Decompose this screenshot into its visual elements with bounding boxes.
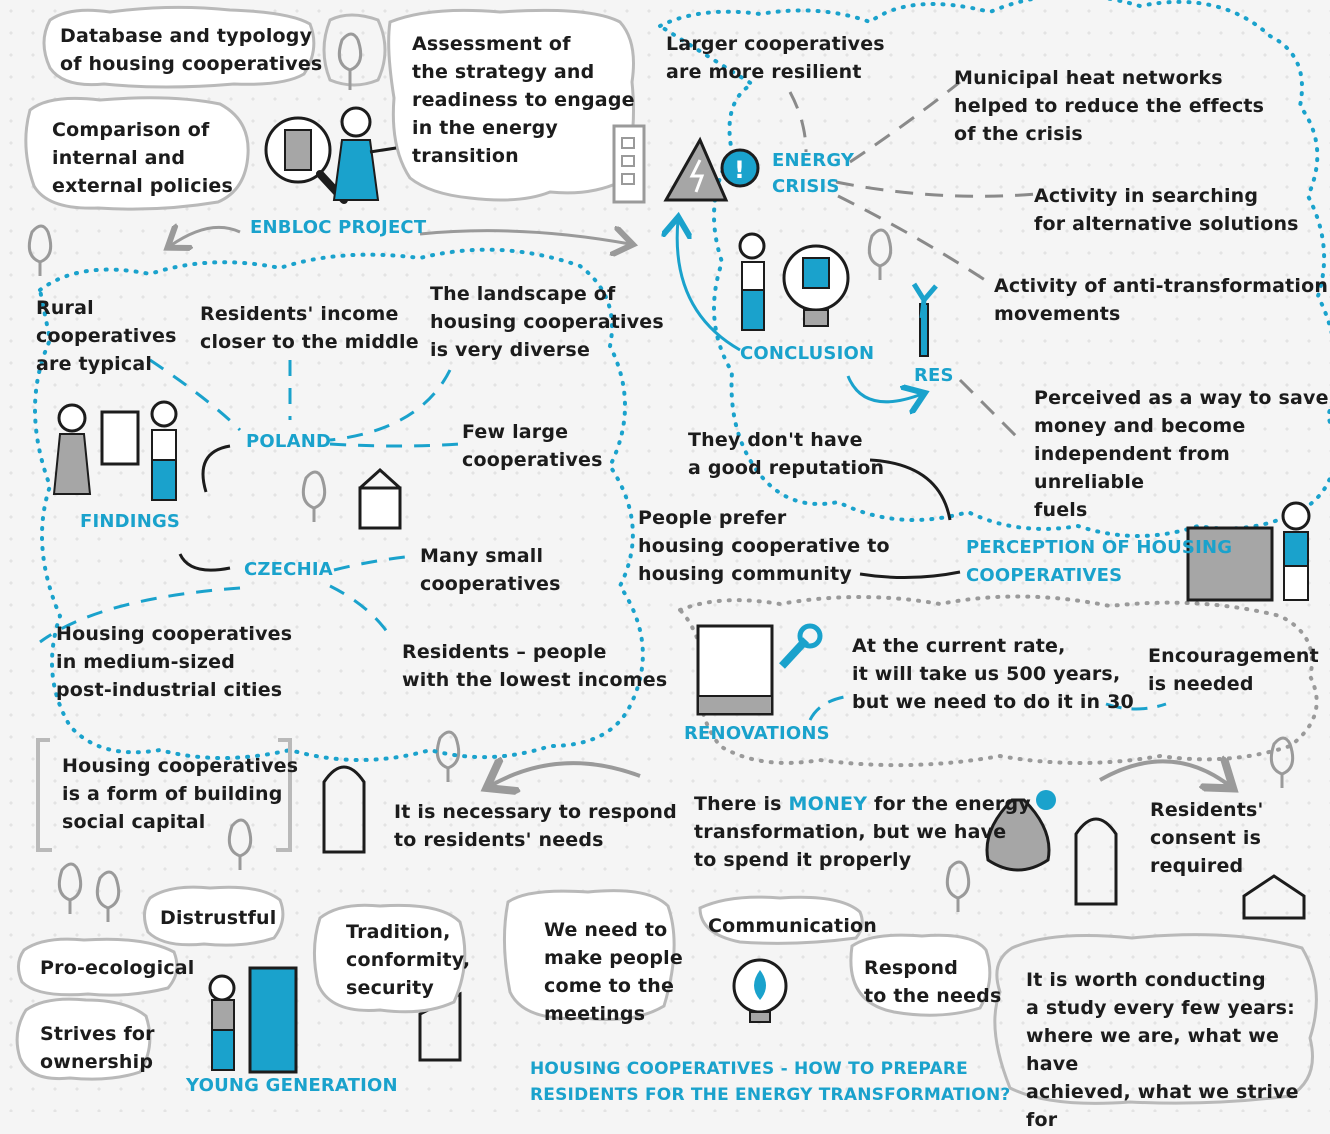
note-larger-coops: Larger cooperatives are more resilient bbox=[666, 33, 885, 83]
young-bubbles bbox=[15, 885, 992, 1081]
researcher-woman-icon bbox=[332, 106, 397, 201]
note-tradition: Tradition, conformity, security bbox=[346, 921, 471, 999]
note-database: Database and typology of housing coopera… bbox=[60, 25, 323, 75]
note-assessment: Assessment of the strategy and readiness… bbox=[412, 33, 635, 167]
note-anti-transformation: Activity of anti-transformation movement… bbox=[994, 275, 1329, 325]
small-house-icon bbox=[358, 467, 402, 530]
crisis-connectors bbox=[788, 80, 1037, 442]
cloud-renovations bbox=[676, 594, 1319, 768]
money-text-c: for the energy transformation, but we ha… bbox=[694, 793, 1031, 871]
note-rural: Rural cooperatives are typical bbox=[36, 297, 177, 375]
house-outline-icon bbox=[1242, 874, 1306, 920]
findings-connectors bbox=[39, 358, 461, 644]
note-respond-needs: It is necessary to respond to residents'… bbox=[394, 801, 677, 851]
note-lowest-income: Residents – people with the lowest incom… bbox=[402, 641, 668, 691]
wind-turbine-icon bbox=[911, 282, 938, 357]
building-wrench-icon bbox=[696, 623, 823, 716]
label-enbloc-project: ENBLOC PROJECT bbox=[250, 217, 427, 238]
arrow-to-prefer bbox=[859, 570, 961, 580]
arrow-left-enbloc bbox=[170, 227, 241, 246]
building-arched-icon bbox=[322, 765, 1118, 1062]
bubble-small-top bbox=[322, 13, 387, 87]
magnifier-icon bbox=[264, 116, 348, 204]
young-person-building-icon bbox=[208, 966, 298, 1074]
note-reputation: They don't have a good reputation bbox=[688, 429, 885, 479]
note-medium-cities: Housing cooperatives in medium-sized pos… bbox=[56, 623, 293, 701]
trait-pro-ecological: Pro-ecological bbox=[40, 957, 195, 979]
note-current-rate: At the current rate, it will take us 500… bbox=[852, 635, 1134, 713]
renovations-connector bbox=[808, 694, 1167, 721]
note-social-capital: Housing cooperatives is a form of buildi… bbox=[62, 755, 299, 833]
two-people-clipboard-icon bbox=[52, 400, 178, 501]
page-title: HOUSING COOPERATIVES - HOW TO PREPARE RE… bbox=[530, 1059, 1011, 1105]
note-money: There is MONEY for the energy transforma… bbox=[694, 790, 1031, 874]
arrow-to-res bbox=[846, 375, 922, 402]
arrow-findings-czechia bbox=[178, 553, 231, 572]
money-highlight: MONEY bbox=[788, 793, 868, 815]
bulb-icon bbox=[732, 958, 788, 1023]
note-prefer: People prefer housing cooperative to hou… bbox=[638, 507, 890, 585]
bubble-assessment bbox=[387, 8, 635, 202]
svg-text:!: ! bbox=[734, 156, 745, 184]
arrow-findings-poland bbox=[201, 444, 231, 493]
note-income-middle: Residents' income closer to the middle bbox=[200, 303, 419, 353]
note-meetings: We need to make people come to the meeti… bbox=[544, 919, 683, 1025]
money-bag-icon bbox=[985, 790, 1056, 872]
tower-icon bbox=[612, 124, 646, 204]
note-communication: Communication bbox=[708, 915, 878, 937]
label-poland: POLAND bbox=[246, 431, 332, 452]
note-many-small: Many small cooperatives bbox=[420, 545, 561, 595]
note-consent: Residents' consent is required bbox=[1150, 799, 1264, 877]
note-landscape: The landscape of housing cooperatives is… bbox=[430, 283, 664, 361]
trait-ownership: Strives for ownership bbox=[40, 1023, 155, 1073]
tree-icons bbox=[27, 32, 1295, 922]
label-perception: PERCEPTION OF HOUSING COOPERATIVES bbox=[966, 537, 1233, 586]
note-few-large: Few large cooperatives bbox=[462, 421, 603, 471]
note-worth-study: It is worth conducting a study every few… bbox=[1026, 969, 1299, 1131]
arrow-to-reputation bbox=[869, 458, 952, 521]
label-conclusion: CONCLUSION bbox=[740, 343, 875, 364]
note-encouragement: Encouragement is needed bbox=[1148, 645, 1319, 695]
label-renovations: RENOVATIONS bbox=[684, 723, 830, 744]
man-with-bulb-icon bbox=[738, 232, 850, 331]
trait-distrustful: Distrustful bbox=[160, 907, 277, 929]
label-res: RES bbox=[914, 365, 954, 386]
cloud-findings bbox=[33, 247, 645, 762]
label-energy-crisis: ENERGY CRISIS bbox=[772, 150, 855, 197]
bracket-right bbox=[276, 738, 292, 852]
bubble-comparison bbox=[24, 96, 250, 211]
building-with-man-icon bbox=[1186, 501, 1311, 602]
label-findings: FINDINGS bbox=[80, 511, 181, 532]
note-perceived: Perceived as a way to save money and bec… bbox=[1034, 387, 1329, 521]
label-young-generation: YOUNG GENERATION bbox=[186, 1075, 398, 1096]
note-respond: Respond to the needs bbox=[864, 957, 1002, 1007]
arrow-consent-right bbox=[1099, 761, 1230, 786]
label-czechia: CZECHIA bbox=[244, 559, 333, 580]
bubble-database bbox=[42, 5, 316, 89]
note-municipal-heat: Municipal heat networks helped to reduce… bbox=[954, 67, 1265, 145]
warning-lightning-icon: ! bbox=[663, 136, 760, 202]
note-comparison: Comparison of internal and external poli… bbox=[52, 119, 234, 197]
arrow-respond-left bbox=[490, 763, 641, 786]
bubble-worth bbox=[993, 933, 1318, 1105]
arrow-conclusion-up bbox=[677, 220, 741, 352]
note-activity-searching: Activity in searching for alternative so… bbox=[1034, 185, 1299, 235]
bracket-left bbox=[36, 738, 52, 852]
money-text-a: There is bbox=[694, 793, 789, 815]
arrow-right-enbloc bbox=[419, 231, 630, 244]
